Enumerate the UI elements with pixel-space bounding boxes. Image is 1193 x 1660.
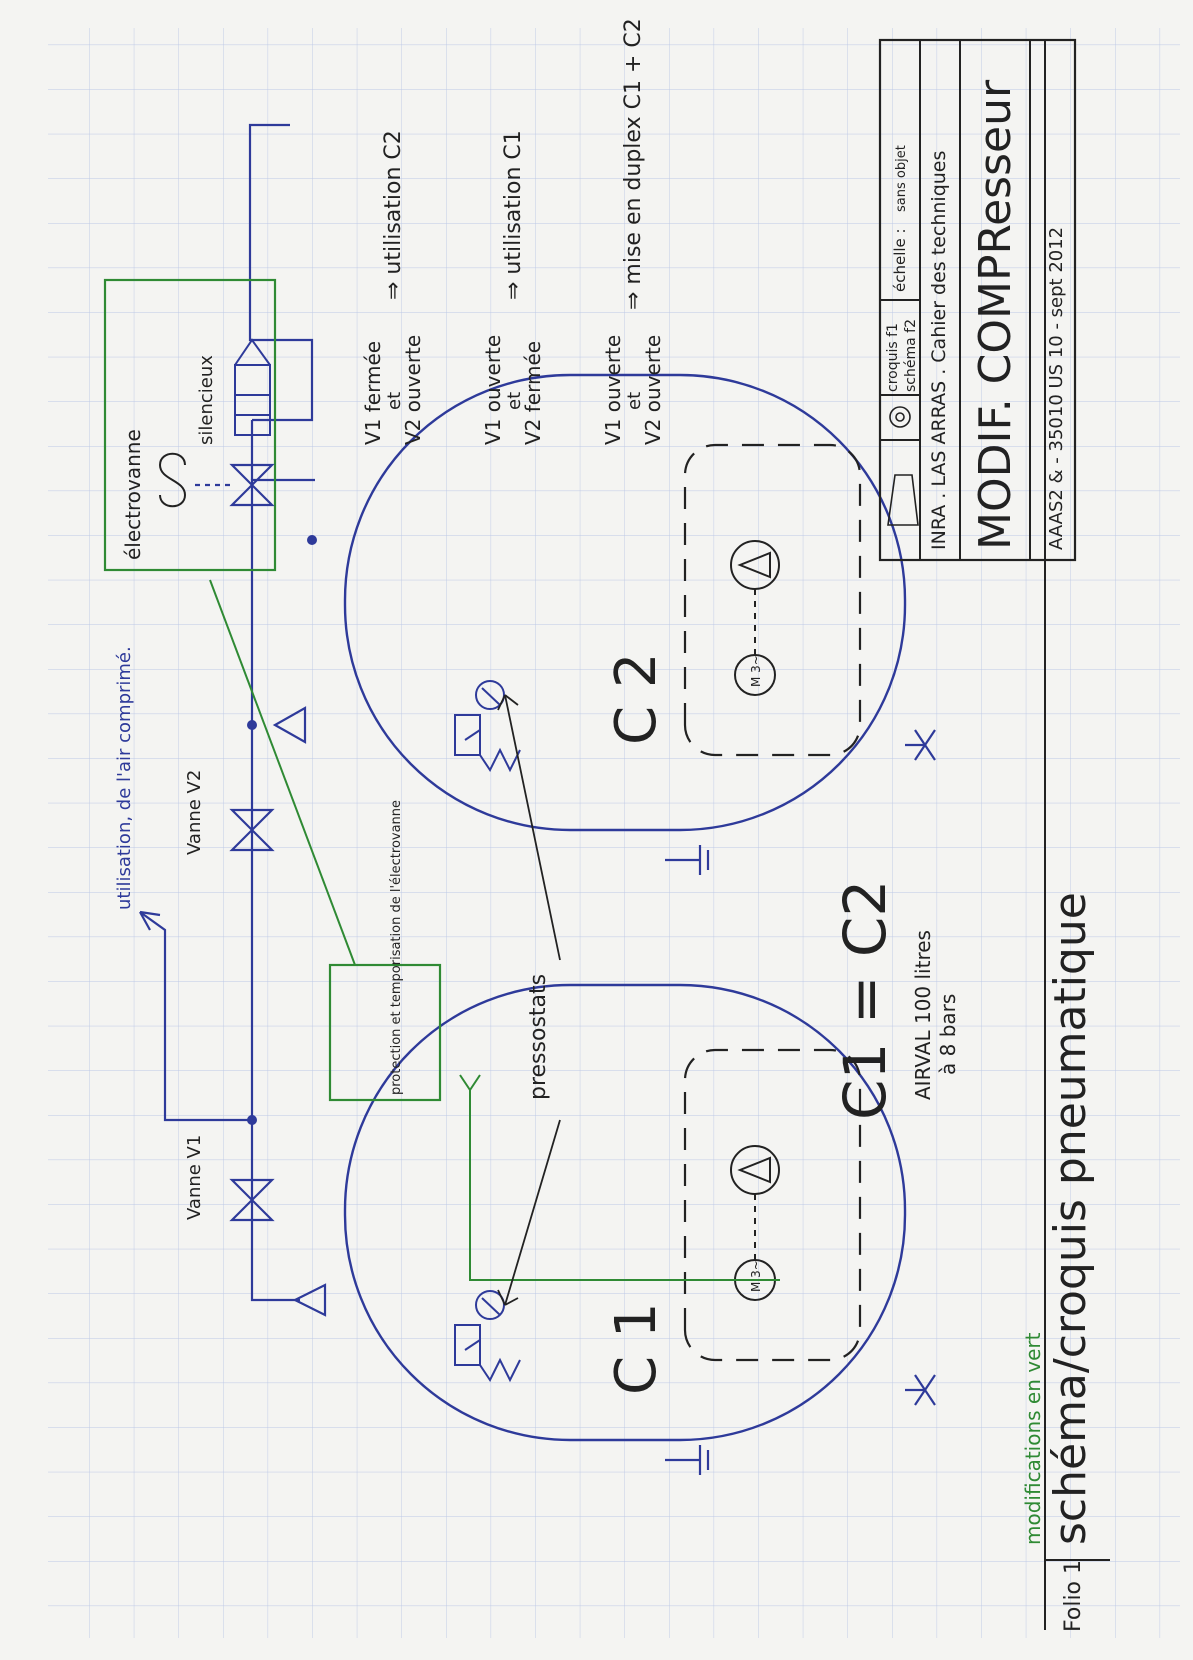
title-block: croquis f1 schéma f2 échelle : sans obje…: [878, 38, 1077, 562]
title-echelle: échelle :: [891, 228, 909, 292]
condition-3: V1 ouverte et V2 ouverte ⇒ mise en duple…: [601, 18, 665, 445]
arrow-head: [139, 910, 161, 931]
svg-text:V1 ouverte: V1 ouverte: [601, 335, 625, 445]
drawing-subtitle: modifications en vert: [1021, 1332, 1045, 1545]
title-sans-objet: sans objet: [894, 145, 909, 212]
pressure-switch-c1: [454, 1290, 521, 1383]
valve-v2[interactable]: [229, 808, 275, 852]
svg-text:⇒ utilisation C1: ⇒ utilisation C1: [501, 130, 526, 300]
electrovalve-box: [103, 278, 277, 572]
svg-text:et: et: [624, 392, 645, 410]
label-equation: C1 = C2: [831, 880, 899, 1120]
grid-paper: [48, 28, 1180, 1638]
silencer-icon: [234, 338, 271, 436]
label-vanne-v2: Vanne V2: [184, 770, 205, 855]
projection-circle-icon: [889, 406, 911, 428]
title-croquis: croquis f1: [885, 323, 901, 392]
svg-text:et: et: [504, 392, 525, 410]
label-motor-c2: M 3~: [749, 655, 763, 687]
bottom-frame: [1044, 40, 1110, 1630]
solenoid-icon: [158, 452, 187, 508]
title-project: MODIF. COMPResseur: [970, 79, 1021, 550]
electrovalve-icon: [195, 463, 275, 507]
svg-text:V2 ouverte: V2 ouverte: [401, 335, 425, 445]
pressure-switch-c2: [454, 680, 521, 773]
pump-arrow-c1: [737, 1156, 771, 1184]
drain-c1: [905, 1374, 936, 1406]
junction-dot: [307, 535, 317, 545]
air-line: [139, 123, 315, 1302]
svg-text:V2 fermée: V2 fermée: [521, 341, 545, 445]
title-schema: schéma f2: [903, 319, 919, 392]
label-bars: à 8 bars: [936, 994, 960, 1075]
tank-c2: [343, 373, 907, 832]
junction-dot: [247, 720, 257, 730]
check-valve-c2: [272, 706, 307, 744]
drawing-title: schéma/croquis pneumatique: [1045, 892, 1096, 1545]
label-pressostats: pressostats: [526, 974, 551, 1100]
valve-v1[interactable]: [229, 1178, 275, 1222]
svg-text:et: et: [384, 392, 405, 410]
label-utilisation-air: utilisation, de l'air comprimé.: [114, 646, 135, 910]
compressor-box-c2: [683, 443, 862, 757]
label-airval: AIRVAL 100 litres: [911, 930, 935, 1100]
compressor-box-c1: [683, 1048, 862, 1362]
label-protection: protection et temporisation de l'électro…: [389, 800, 404, 1095]
label-electrovanne: électrovanne: [121, 429, 145, 560]
svg-text:V1 ouverte: V1 ouverte: [481, 335, 505, 445]
drain-c2: [905, 729, 936, 761]
projection-icon: [887, 474, 919, 526]
label-vanne-v1: Vanne V1: [184, 1135, 205, 1220]
svg-text:⇒ mise en duplex C1 + C2: ⇒ mise en duplex C1 + C2: [621, 18, 646, 310]
condition-1: V1 fermée et V2 ouverte ⇒ utilisation C2: [361, 130, 425, 445]
check-valve-c1: [292, 1283, 327, 1317]
folio: Folio 1: [1061, 1560, 1086, 1632]
label-motor-c1: M 3~: [749, 1260, 763, 1292]
label-silencieux: silencieux: [196, 355, 217, 445]
tank-c1: [343, 983, 907, 1442]
ground-c2: [665, 845, 710, 875]
green-wiring: [209, 579, 780, 1281]
pressostat-leaders: [497, 694, 561, 1306]
ground-c1: [665, 1445, 710, 1475]
label-c2: C 2: [604, 652, 669, 745]
svg-text:V1 fermée: V1 fermée: [361, 341, 385, 445]
label-c1: C 1: [604, 1302, 669, 1395]
svg-text:V2 ouverte: V2 ouverte: [641, 335, 665, 445]
condition-2: V1 ouverte et V2 fermée ⇒ utilisation C1: [481, 130, 545, 445]
pump-arrow-c2: [737, 551, 771, 579]
svg-text:⇒ utilisation C2: ⇒ utilisation C2: [381, 130, 406, 300]
title-reference: AAAS2 & - 35010 US 10 - sept 2012: [1046, 227, 1067, 550]
protection-box: [328, 963, 442, 1102]
junction-dot: [247, 1115, 257, 1125]
title-institution: INRA . LAS ARRAS . Cahier des techniques: [928, 151, 950, 550]
